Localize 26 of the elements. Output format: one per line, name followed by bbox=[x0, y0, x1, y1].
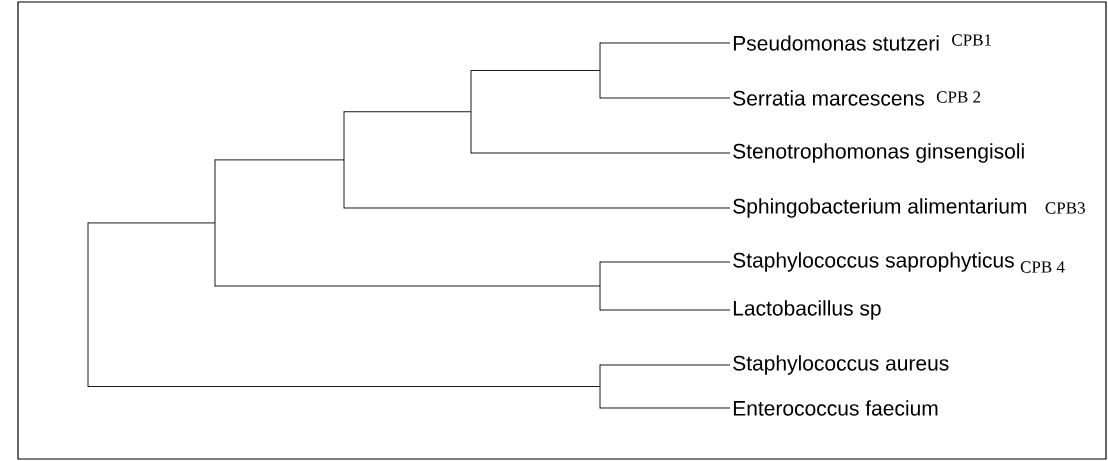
tree-branch bbox=[87, 386, 601, 387]
tree-branch bbox=[343, 207, 731, 209]
tree-branch bbox=[599, 97, 731, 99]
tree-branch bbox=[343, 111, 472, 113]
tree-branch bbox=[599, 407, 731, 409]
tree-branch bbox=[599, 261, 731, 263]
tree-branch bbox=[599, 364, 731, 366]
species-label: Enterococcus faecium bbox=[733, 400, 938, 416]
species-label: Lactobacillus sp bbox=[733, 300, 881, 320]
species-label: Serratia marcescens bbox=[733, 90, 924, 106]
tree-branch bbox=[214, 159, 345, 161]
species-label: Sphingobacterium alimentarium bbox=[733, 198, 1027, 218]
tree-branch bbox=[214, 285, 601, 287]
species-label: Stenotrophomonas ginsengisoli bbox=[733, 143, 1024, 163]
strain-label: CPB1 bbox=[952, 34, 991, 46]
tree-branch bbox=[599, 42, 731, 44]
strain-label: CPB 4 bbox=[1020, 261, 1065, 273]
strain-label: CPB 2 bbox=[936, 91, 981, 103]
tree-branch bbox=[470, 70, 601, 71]
tree-branch bbox=[470, 152, 731, 154]
species-label: Pseudomonas stutzeri bbox=[733, 35, 939, 51]
tree-branch bbox=[599, 309, 731, 311]
tree-branch bbox=[87, 222, 216, 224]
species-label: Staphylococcus saprophyticus bbox=[733, 252, 1014, 272]
strain-label: CPB3 bbox=[1045, 202, 1085, 214]
species-label: Staphylococcus aureus bbox=[733, 355, 949, 375]
